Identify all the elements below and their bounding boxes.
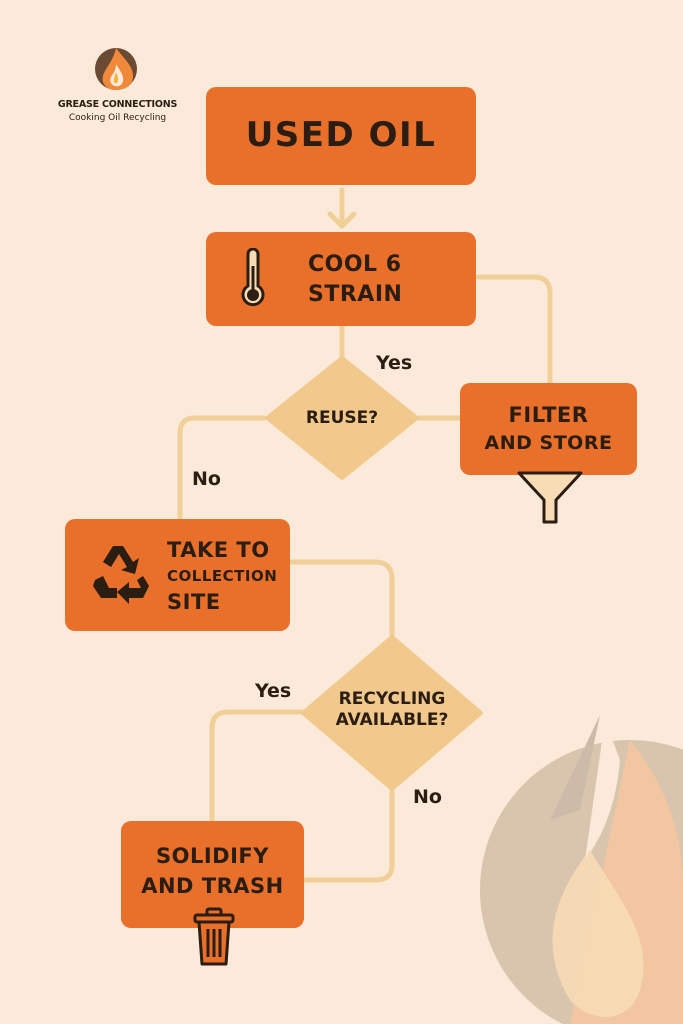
node-cool-strain-text: COOL 6 STRAIN bbox=[308, 250, 402, 310]
connector-cool-to-filter bbox=[475, 274, 553, 387]
funnel-icon bbox=[517, 471, 583, 524]
node-filter-store-line2: AND STORE bbox=[484, 432, 613, 454]
decision-recycling-line1: RECYCLING bbox=[338, 689, 446, 709]
decision-reuse-label: REUSE? bbox=[305, 408, 379, 428]
node-cool-strain-line1: COOL 6 bbox=[308, 252, 402, 277]
node-collection-line2: COLLECTION bbox=[167, 567, 278, 585]
connector-recycling-no bbox=[302, 783, 395, 883]
node-solidify-line1: SOLIDIFY bbox=[156, 844, 269, 868]
decision-recycling-label: RECYCLING AVAILABLE? bbox=[310, 689, 474, 732]
node-collection-line1: TAKE TO bbox=[167, 538, 270, 562]
arrowhead-used-to-cool bbox=[327, 211, 357, 229]
node-collection-text: TAKE TO COLLECTION SITE bbox=[167, 537, 277, 616]
edge-label-recycling-yes: Yes bbox=[255, 680, 292, 702]
decision-recycling-line2: AVAILABLE? bbox=[335, 710, 449, 731]
connector-collection-to-recycling bbox=[287, 559, 395, 639]
node-cool-strain-line2: STRAIN bbox=[308, 282, 403, 307]
node-filter-store-line1: FILTER bbox=[508, 403, 589, 427]
edge-label-reuse-no: No bbox=[192, 468, 221, 490]
decision-reuse-shape bbox=[265, 356, 419, 480]
recycle-icon bbox=[93, 546, 149, 604]
watermark-flame-icon bbox=[480, 715, 683, 1024]
node-filter-store: FILTER AND STORE bbox=[460, 383, 637, 475]
node-used-oil: USED OIL bbox=[206, 87, 476, 185]
brand-name: GREASE CONNECTIONS bbox=[57, 99, 178, 110]
node-cool-strain: COOL 6 STRAIN bbox=[206, 232, 476, 326]
node-solidify-line2: AND TRASH bbox=[141, 874, 284, 898]
node-used-oil-label: USED OIL bbox=[245, 115, 437, 156]
edge-label-reuse-yes: Yes bbox=[376, 352, 413, 374]
brand-logo: GREASE CONNECTIONS Cooking Oil Recycling bbox=[50, 44, 185, 126]
connector-reuse-to-collection bbox=[177, 415, 267, 523]
trash-can-icon bbox=[193, 907, 235, 966]
node-collection-line3: SITE bbox=[167, 590, 221, 614]
decision-recycling-shape bbox=[301, 635, 483, 791]
node-collection-site: TAKE TO COLLECTION SITE bbox=[65, 519, 290, 631]
flame-droplet-icon bbox=[95, 48, 137, 90]
brand-tagline: Cooking Oil Recycling bbox=[68, 113, 167, 123]
thermometer-icon bbox=[241, 248, 265, 307]
connector-recycling-yes bbox=[209, 709, 313, 823]
edge-label-recycling-no: No bbox=[413, 786, 442, 808]
